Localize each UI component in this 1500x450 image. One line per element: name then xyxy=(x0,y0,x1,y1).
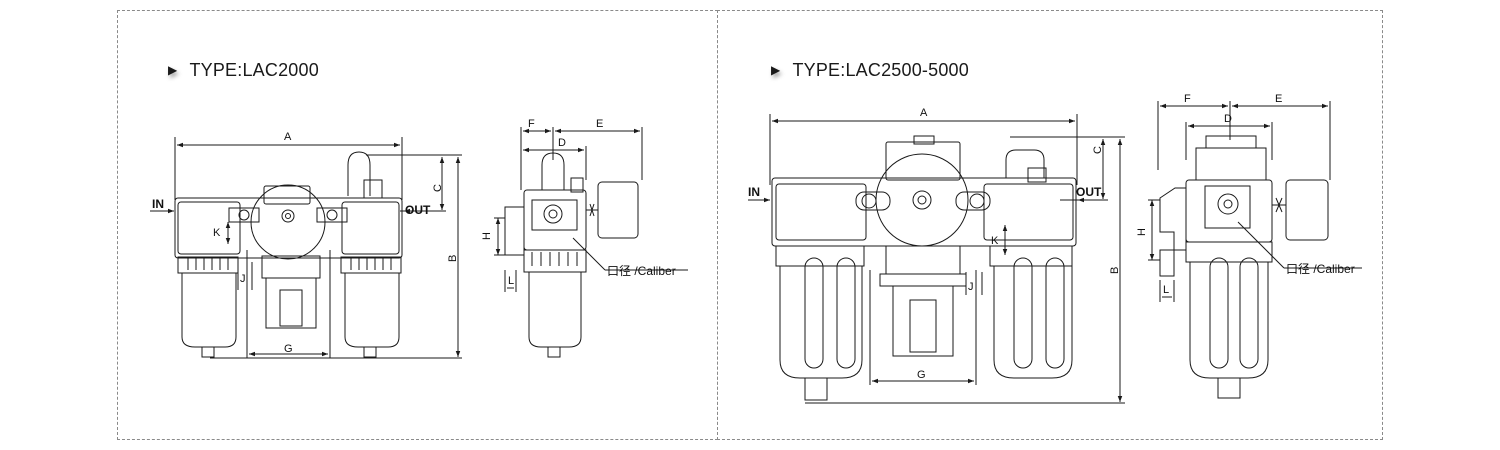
lac2500-side-view xyxy=(1148,101,1362,399)
lac2000-front-view xyxy=(150,137,462,359)
port-in-label: IN xyxy=(152,197,164,211)
lac2000-side-view xyxy=(494,127,688,358)
dim-label-f: F xyxy=(528,118,535,130)
dim-label-e: E xyxy=(596,118,603,130)
title-lac2000: ▶ TYPE:LAC2000 xyxy=(168,60,319,81)
dim-label-d: D xyxy=(1224,113,1232,125)
dim-label-c: C xyxy=(1092,146,1104,154)
lac2500-front-view xyxy=(748,114,1125,404)
dim-label-g: G xyxy=(917,369,926,381)
port-out-label: OUT xyxy=(405,203,431,217)
dim-label-l: L xyxy=(508,275,514,287)
port-out-label: OUT xyxy=(1076,185,1102,199)
caliber-label: 口径 /Caliber xyxy=(607,264,676,278)
title-lac2500-5000: ▶ TYPE:LAC2500-5000 xyxy=(771,60,969,81)
dim-label-e: E xyxy=(1275,93,1282,105)
triangle-bullet-icon: ▶ xyxy=(168,63,178,77)
dim-label-a: A xyxy=(284,131,292,143)
dim-label-j: J xyxy=(968,281,974,293)
dim-label-c: C xyxy=(432,184,444,192)
dim-label-d: D xyxy=(558,137,566,149)
lac2000-front-labels: A B C G K J IN OUT xyxy=(152,131,459,355)
lac2000-side-labels: F E D H L 口径 /Caliber xyxy=(481,118,676,287)
dim-label-l: L xyxy=(1163,284,1169,296)
dim-label-a: A xyxy=(920,107,928,119)
dim-label-h: H xyxy=(481,232,493,240)
dim-label-h: H xyxy=(1136,228,1148,236)
dim-label-b: B xyxy=(1109,267,1121,274)
dim-label-f: F xyxy=(1184,93,1191,105)
panel-lac2500-5000 xyxy=(717,10,1383,440)
lac2500-front-labels: A B C G K J IN OUT xyxy=(748,107,1121,381)
title-text: TYPE:LAC2000 xyxy=(189,60,319,80)
dim-label-k: K xyxy=(991,235,999,247)
port-in-label: IN xyxy=(748,185,760,199)
title-text: TYPE:LAC2500-5000 xyxy=(792,60,969,80)
dim-label-k: K xyxy=(213,227,221,239)
dim-label-b: B xyxy=(447,255,459,262)
lac2500-side-labels: F E D H L 口径 /Caliber xyxy=(1136,93,1355,296)
triangle-bullet-icon: ▶ xyxy=(771,63,781,77)
dim-label-g: G xyxy=(284,343,293,355)
caliber-label: 口径 /Caliber xyxy=(1286,262,1355,276)
dim-label-j: J xyxy=(240,273,246,285)
